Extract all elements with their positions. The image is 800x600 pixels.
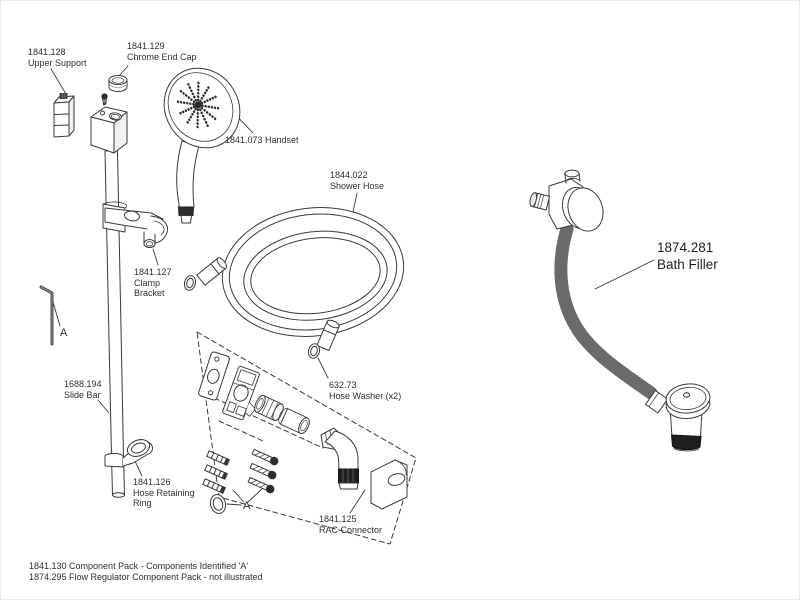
screws-part bbox=[247, 448, 279, 494]
label-clamp-bracket: 1841.127 Clamp Bracket bbox=[134, 267, 172, 299]
part-name: Hose Retaining bbox=[133, 487, 195, 498]
rac-connector-elbow-part bbox=[320, 427, 359, 490]
bath-waste-plug bbox=[645, 383, 711, 452]
part-name: Bracket bbox=[134, 288, 165, 298]
hose-washer-2 bbox=[307, 343, 321, 359]
clamp-bracket-part bbox=[102, 201, 168, 249]
spacer-cylinder-part bbox=[278, 408, 310, 435]
chrome-end-cap-part bbox=[108, 75, 128, 92]
shower-hose-part bbox=[183, 207, 405, 359]
component-pack-dashed-box bbox=[196, 331, 417, 545]
fixing-screw-part bbox=[101, 93, 108, 106]
part-name: Ring bbox=[133, 498, 152, 508]
handset-part bbox=[163, 67, 241, 224]
part-code: 1844.022 bbox=[330, 170, 368, 180]
part-code: 1841.128 bbox=[28, 47, 66, 57]
label-chrome-end-cap: 1841.129 Chrome End Cap bbox=[127, 41, 197, 62]
component-a-marker-screws: A bbox=[243, 500, 251, 512]
cover-plate-part bbox=[198, 351, 230, 401]
label-handset: 1841.073 Handset bbox=[225, 135, 299, 146]
hose-retaining-ring-part bbox=[104, 439, 153, 468]
part-code: 1841.127 bbox=[134, 267, 172, 277]
ribbed-adaptor-part bbox=[254, 394, 284, 422]
part-name: Clamp bbox=[134, 277, 161, 288]
pack-washer-part bbox=[209, 494, 227, 514]
part-name: Shower Hose bbox=[330, 180, 385, 191]
cover-cap-part bbox=[370, 459, 408, 510]
upper-support-part bbox=[53, 93, 75, 138]
label-bath-filler: 1874.281 Bath Filler bbox=[657, 239, 718, 273]
part-name: Upper Support bbox=[28, 57, 87, 68]
wall-plugs-part bbox=[202, 450, 230, 494]
slide-bar-part bbox=[90, 106, 128, 498]
label-hose-retaining-ring: 1841.126 Hose Retaining Ring bbox=[133, 477, 195, 509]
label-upper-support: 1841.128 Upper Support bbox=[28, 47, 87, 68]
part-code: 1688.194 bbox=[64, 379, 102, 389]
part-code: 1841.126 bbox=[133, 477, 171, 487]
label-hose-washer: 632.73 Hose Washer (x2) bbox=[329, 380, 401, 401]
footer-note-flow-regulator: 1874.295 Flow Regulator Component Pack -… bbox=[29, 572, 263, 582]
part-code-and-name: 1841.073 Handset bbox=[225, 135, 299, 145]
part-code: 632.73 bbox=[329, 380, 357, 390]
hose-washer-1 bbox=[183, 275, 197, 291]
part-code: 1841.125 bbox=[319, 514, 357, 524]
part-name: Bath Filler bbox=[657, 257, 718, 272]
component-a-marker-key: A bbox=[60, 327, 68, 339]
part-name: RAC Connector bbox=[319, 524, 383, 535]
part-name: Chrome End Cap bbox=[127, 51, 197, 62]
label-shower-hose: 1844.022 Shower Hose bbox=[330, 170, 384, 191]
label-rac-connector: 1841.125 RAC Connector bbox=[319, 514, 382, 535]
wall-bracket-part bbox=[222, 365, 260, 421]
part-code: 1841.129 bbox=[127, 41, 165, 51]
footer-note-component-pack: 1841.130 Component Pack - Components Ide… bbox=[29, 561, 249, 571]
allen-key-part bbox=[39, 285, 54, 346]
bath-filler-head bbox=[529, 169, 604, 232]
part-name: Hose Washer (x2) bbox=[329, 390, 402, 401]
part-code: 1874.281 bbox=[657, 240, 714, 255]
label-slide-bar: 1688.194 Slide Bar bbox=[64, 379, 102, 400]
bath-filler-part bbox=[529, 169, 711, 452]
part-name: Slide Bar bbox=[64, 389, 101, 400]
